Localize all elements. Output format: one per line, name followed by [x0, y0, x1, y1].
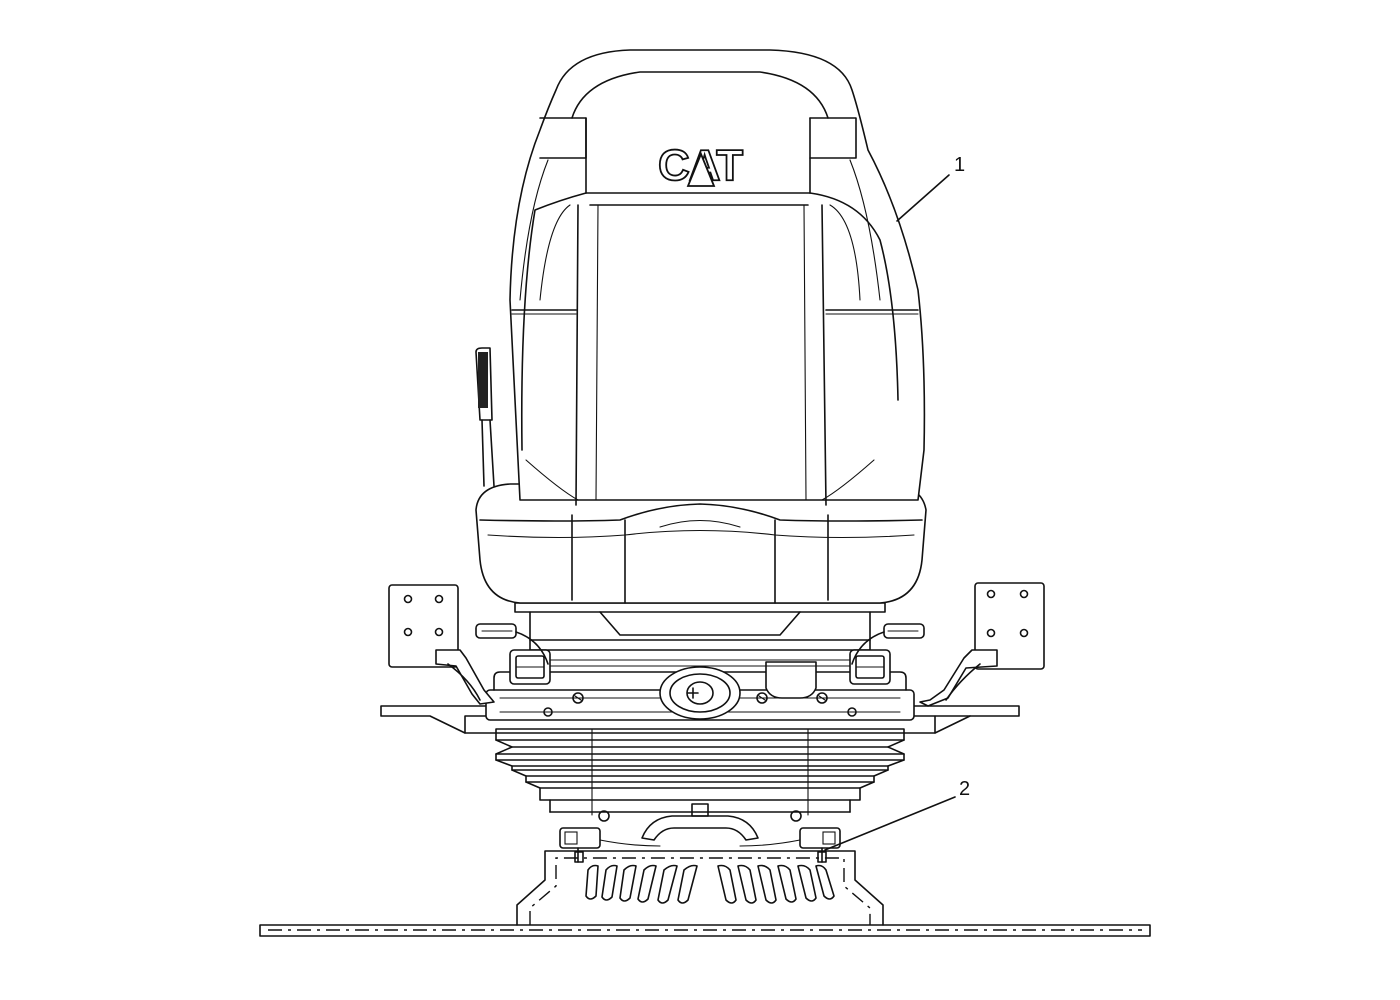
- callout-2: 2: [824, 778, 970, 851]
- backrest: [475, 49, 926, 506]
- mounting-plate: [380, 705, 1020, 734]
- seat-rails: [475, 602, 925, 685]
- callout-1-label: 1: [954, 154, 965, 176]
- callout-2-label: 2: [959, 778, 970, 800]
- suspension-housing: [485, 661, 915, 721]
- left-arm-bracket: [388, 584, 495, 705]
- weight-adjust-knob: [659, 666, 741, 720]
- logo-triangle: [686, 151, 716, 187]
- riser-vent-slots: [585, 864, 835, 904]
- cat-logo: CAT: [657, 140, 745, 191]
- callout-1: 1: [896, 154, 965, 222]
- riser-base: [516, 850, 884, 926]
- callout-2-leader: [824, 796, 956, 851]
- suspension-bellows: [495, 728, 905, 816]
- callout-1-leader: [896, 174, 950, 222]
- suspension-lower-mounts: [559, 803, 841, 863]
- recline-lever: [475, 347, 495, 487]
- seat-cushion: [475, 483, 927, 604]
- right-arm-bracket: [919, 582, 1045, 707]
- floor-plate: [259, 924, 1151, 937]
